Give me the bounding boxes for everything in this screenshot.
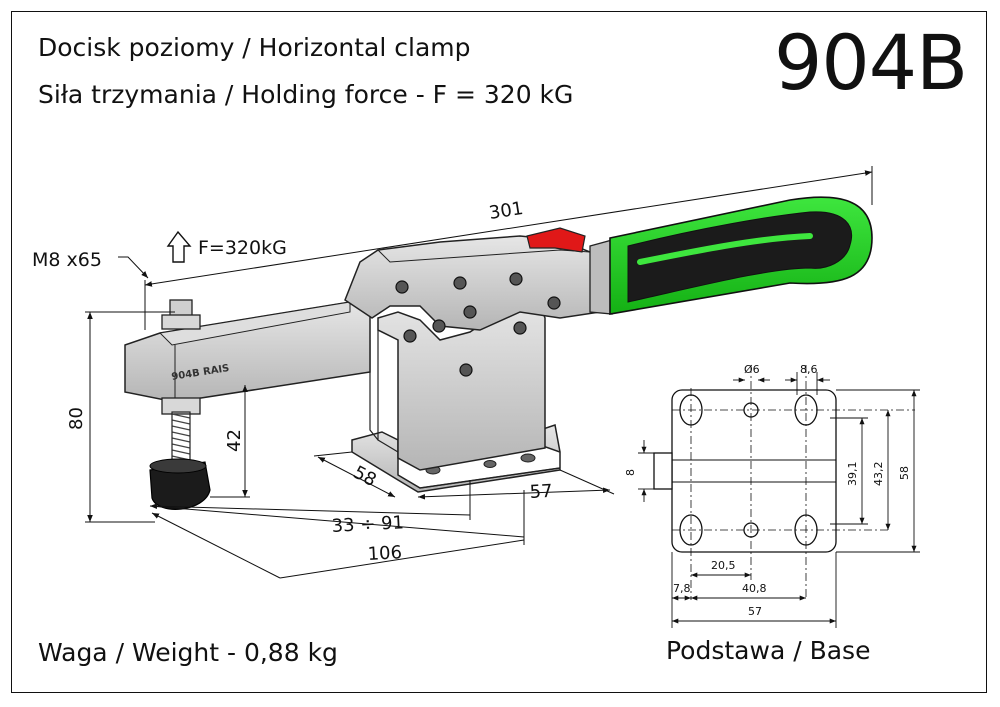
dim-hole-spacing-h1: 20,5 xyxy=(711,559,736,572)
dim-base-width: 57 xyxy=(529,481,553,503)
dim-base-height: 58 xyxy=(898,466,911,480)
latch xyxy=(526,227,586,253)
dim-offset: 8 xyxy=(624,469,637,476)
force-label: F=320kG xyxy=(198,237,287,259)
dim-base-width-total: 57 xyxy=(748,605,762,618)
base-caption: Podstawa / Base xyxy=(666,636,871,665)
base-plate-view xyxy=(653,365,915,600)
dim-reach-total: 106 xyxy=(367,542,402,565)
dim-slot-width: 8,6 xyxy=(800,363,818,376)
dim-height: 80 xyxy=(66,407,87,430)
dim-spindle-height: 42 xyxy=(224,429,245,452)
clamp-dimensions xyxy=(85,166,873,579)
dim-hole-spacing-h2: 40,8 xyxy=(742,582,767,595)
clamp-handle xyxy=(589,196,873,315)
dim-overall-length: 301 xyxy=(488,198,525,224)
dim-edge-offset: 7,8 xyxy=(673,582,691,595)
model-number: 904B xyxy=(774,18,968,107)
spindle-bolt xyxy=(149,299,211,510)
weight-text: Waga / Weight - 0,88 kg xyxy=(38,638,338,667)
holding-force-text: Siła trzymania / Holding force - F = 320… xyxy=(38,80,574,109)
dim-hole-spacing-v2: 43,2 xyxy=(872,462,885,487)
title-polish-english: Docisk poziomy / Horizontal clamp xyxy=(38,33,471,62)
dim-hole-diameter: Ø6 xyxy=(744,363,760,376)
force-arrow-icon xyxy=(166,230,192,263)
drawing-frame xyxy=(11,11,987,693)
dim-hole-spacing-v1: 39,1 xyxy=(846,462,859,487)
dim-reach-range: 33 ÷ 91 xyxy=(331,512,404,537)
spindle-label: M8 x65 xyxy=(32,249,102,271)
